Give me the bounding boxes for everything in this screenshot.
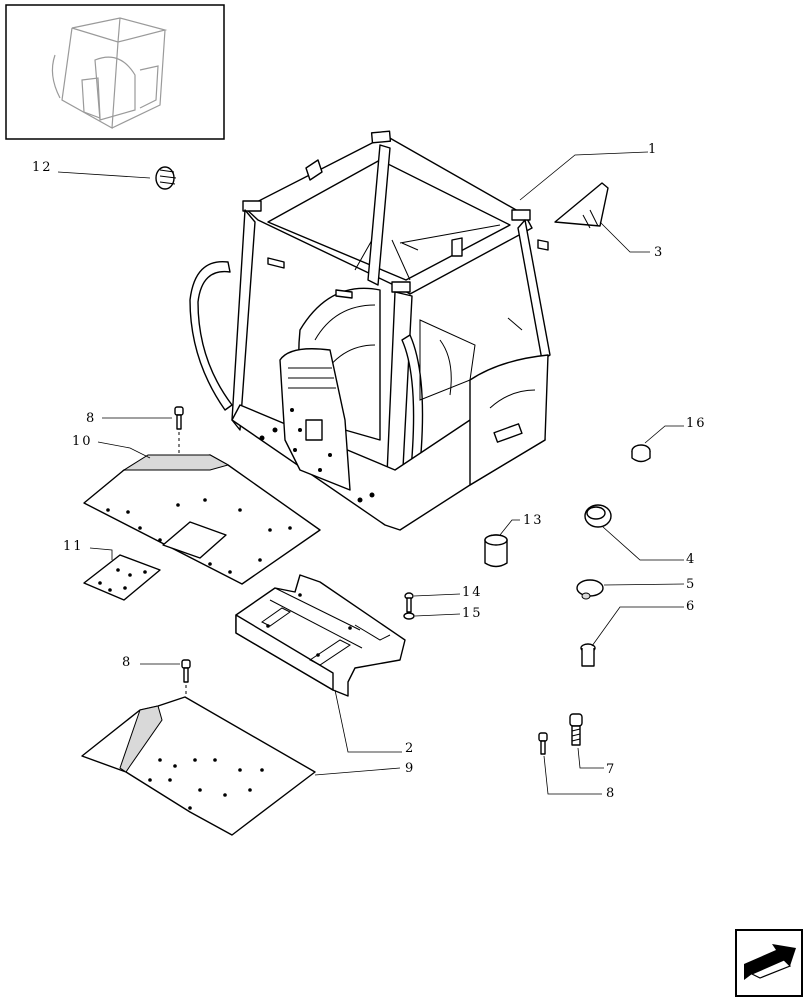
callout-10: 10 [72,434,93,449]
callout-3: 3 [654,245,664,260]
callout-12: 12 [32,160,53,175]
callout-8-upper: 8 [86,411,96,426]
part-1-cab-frame [189,130,551,531]
part-4-grommet [584,504,612,528]
callout-4: 4 [686,552,696,567]
callout-6: 6 [686,599,696,614]
part-12-plug [155,166,177,190]
part-10-front-floor-mat [83,454,321,585]
part-6-bolt [580,643,596,667]
callout-7: 7 [606,762,616,777]
callout-5: 5 [686,577,696,592]
next-page-button[interactable] [735,929,803,997]
part-8-bolt-right [538,732,548,755]
part-8-bolt-upper [174,406,184,430]
part-3-bracket [554,182,609,229]
callout-11: 11 [63,539,84,554]
part-8-bolt-lower [181,659,191,683]
part-11-plate [83,554,161,601]
callout-14: 14 [462,585,483,600]
callout-1: 1 [648,142,658,157]
callout-8-lower: 8 [122,655,132,670]
part-13-spacer [484,534,508,568]
arrow-next-icon [744,944,796,980]
thumbnail-cab-drawing [51,17,168,129]
part-15-washer [403,612,415,620]
callout-9: 9 [405,761,415,776]
part-7-bolt [569,713,583,746]
callout-16: 16 [686,416,707,431]
overview-thumbnail[interactable] [5,4,225,140]
part-2-support-platform [235,574,406,697]
callout-8-right: 8 [606,786,616,801]
callout-13: 13 [523,513,544,528]
callout-15: 15 [462,606,483,621]
part-14-bolt [404,592,414,613]
part-5-cap [576,579,604,600]
part-16-cap [631,444,651,463]
part-9-rear-floor-mat [81,696,316,836]
callout-2: 2 [405,741,415,756]
